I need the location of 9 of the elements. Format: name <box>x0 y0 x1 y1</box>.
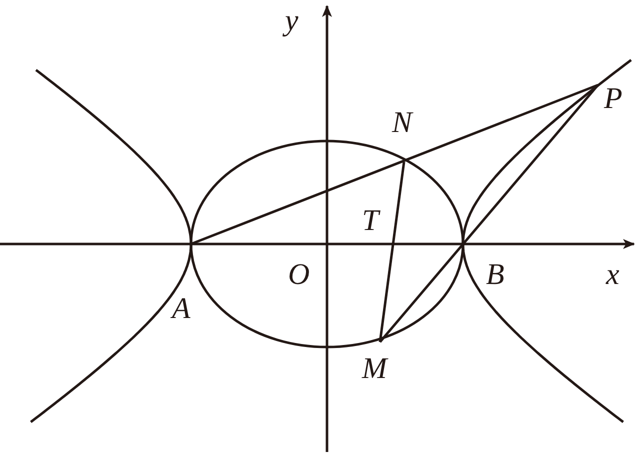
point-label: T <box>362 206 379 236</box>
point-label: N <box>392 108 412 138</box>
point-label: B <box>486 260 504 290</box>
point-label: A <box>172 294 190 324</box>
point-label: O <box>288 260 310 290</box>
point-label: P <box>604 84 622 114</box>
point-label: y <box>285 6 298 36</box>
point-label: M <box>362 354 387 384</box>
point-label: x <box>606 260 620 290</box>
